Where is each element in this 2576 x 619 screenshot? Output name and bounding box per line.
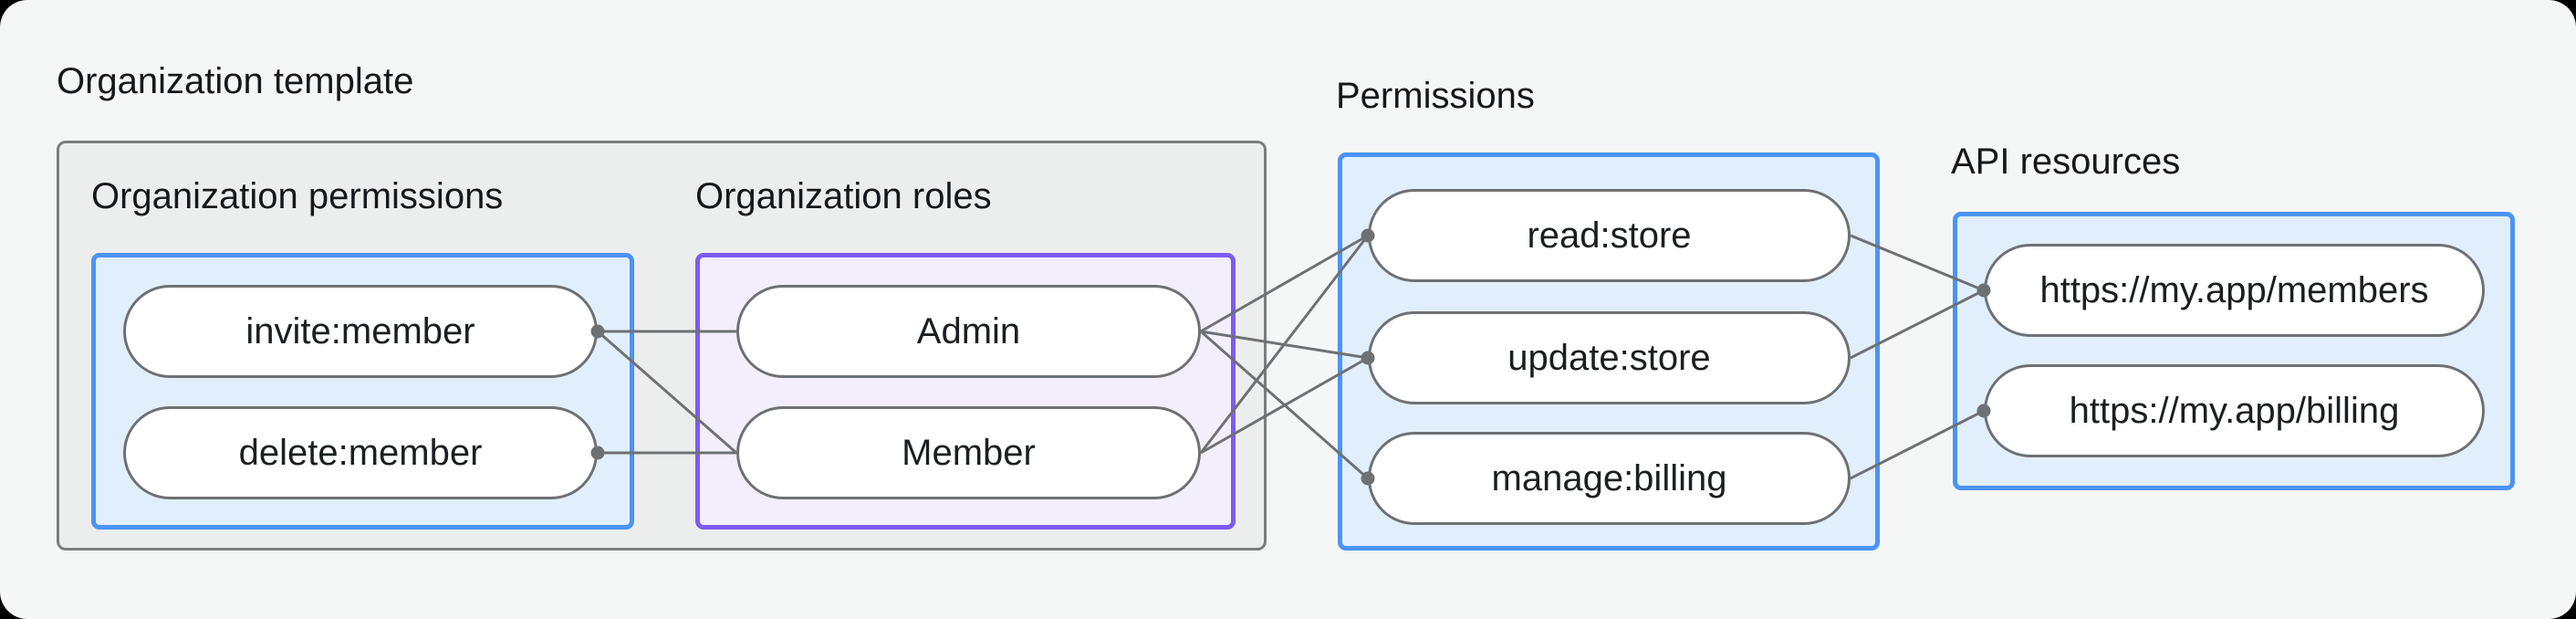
node-api-billing: https://my.app/billing xyxy=(1984,364,2485,457)
node-invite-member: invite:member xyxy=(123,285,598,378)
api-resources-label: API resources xyxy=(1951,142,2181,182)
node-admin: Admin xyxy=(736,285,1201,378)
org-template-label: Organization template xyxy=(57,61,414,101)
node-manage-billing: manage:billing xyxy=(1368,432,1851,525)
node-member: Member xyxy=(736,406,1201,499)
org-permissions-label: Organization permissions xyxy=(91,176,504,216)
node-update-store: update:store xyxy=(1368,311,1851,404)
org-roles-label: Organization roles xyxy=(695,176,992,216)
node-read-store: read:store xyxy=(1368,189,1851,282)
node-api-members: https://my.app/members xyxy=(1984,244,2485,337)
permissions-label: Permissions xyxy=(1336,76,1535,116)
node-delete-member: delete:member xyxy=(123,406,598,499)
